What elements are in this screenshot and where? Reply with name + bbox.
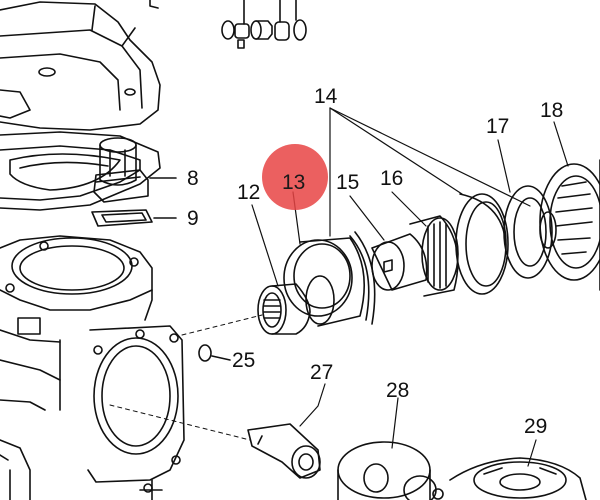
callout-29: 29 — [524, 415, 548, 438]
top-small-parts — [221, 0, 307, 49]
part-27-connecting-rod — [247, 423, 321, 479]
assembly-axis-lines — [109, 314, 263, 441]
part-25-oring — [198, 344, 231, 362]
callout-9: 9 — [187, 207, 199, 230]
leader-lines — [251, 107, 569, 467]
part-8-valve-cage — [93, 137, 177, 203]
part-28-piston — [337, 441, 444, 500]
callout-13: 13 — [282, 171, 306, 194]
callout-15: 15 — [336, 171, 360, 194]
part-17-ring — [503, 185, 557, 279]
top-cover-part — [0, 0, 161, 131]
part-16-roller-bearing — [409, 215, 459, 297]
callout-14: 14 — [314, 85, 338, 108]
callout-27: 27 — [310, 361, 334, 384]
part-14-shim-rings — [455, 193, 509, 295]
highlight-marker — [262, 144, 328, 210]
callout-17: 17 — [486, 115, 510, 138]
callout-16: 16 — [380, 167, 404, 190]
callout-25: 25 — [232, 349, 256, 372]
part-29-plunger-guide — [449, 457, 587, 500]
part-15-crank-cam — [371, 233, 428, 291]
callout-28: 28 — [386, 379, 410, 402]
pump-body-part — [0, 235, 185, 500]
callout-12: 12 — [237, 181, 261, 204]
part-18-tapered-bearing — [539, 159, 600, 291]
part-9-gasket-plate — [91, 209, 177, 227]
part-13-seal-housing — [283, 231, 376, 327]
callout-18: 18 — [540, 99, 564, 122]
callout-8: 8 — [187, 167, 199, 190]
part-12-needle-bearing — [257, 283, 311, 335]
